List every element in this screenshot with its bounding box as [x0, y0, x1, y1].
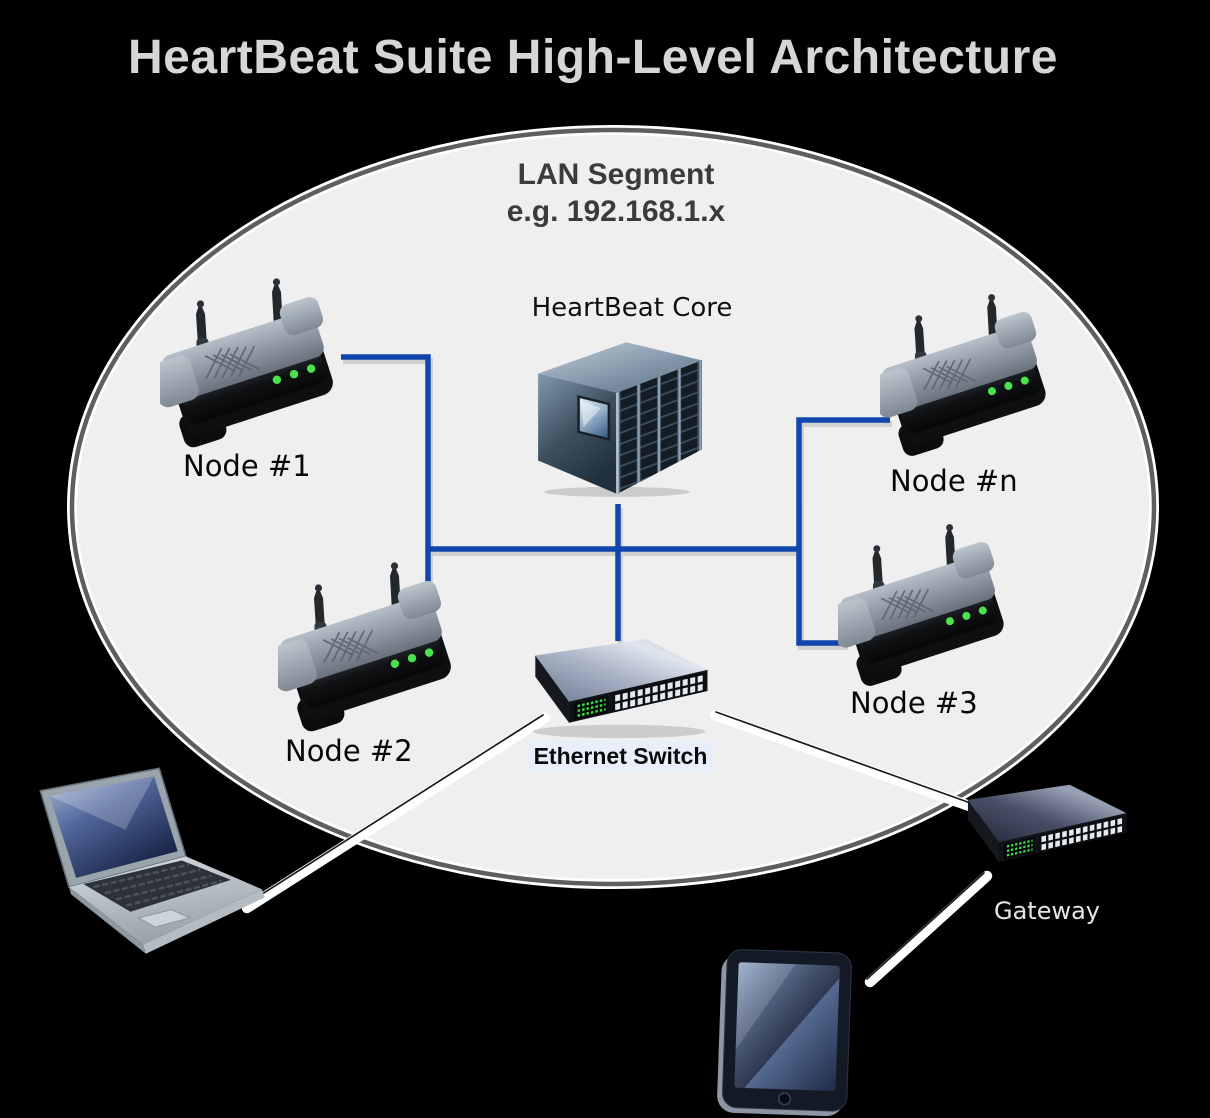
lan-segment-label: LAN Segment e.g. 192.168.1.x: [438, 156, 794, 230]
node2-device: [278, 556, 468, 746]
lan-segment-subtitle: e.g. 192.168.1.x: [506, 195, 726, 228]
link-noden-node3-bus: [796, 417, 890, 646]
ethernet-switch-label: Ethernet Switch: [518, 741, 723, 772]
laptop-icon: [28, 760, 274, 965]
lan-links: [341, 354, 890, 648]
laptop-device: [28, 760, 274, 965]
node1-label: Node #1: [183, 449, 311, 483]
tablet-icon: [714, 946, 862, 1118]
network-switch-icon: [518, 634, 720, 750]
external-links: [241, 709, 993, 988]
noden-device: [880, 288, 1062, 470]
server-cabinet-icon: [528, 326, 710, 498]
heartbeat-core-device: [528, 326, 710, 498]
wireless-router-icon: [880, 288, 1062, 470]
lan-segment-border: [69, 127, 1157, 887]
tablet-device: [714, 946, 862, 1118]
node2-label: Node #2: [285, 734, 413, 768]
gateway-label: Gateway: [993, 897, 1101, 925]
link-gateway-tablet: [864, 870, 993, 988]
node3-device: [838, 518, 1020, 700]
wireless-router-icon: [160, 272, 350, 462]
page-title: HeartBeat Suite High-Level Architecture: [128, 31, 1058, 84]
node1-device: [160, 272, 350, 462]
wireless-router-icon: [278, 556, 468, 746]
core-label: HeartBeat Core: [531, 293, 733, 323]
lan-segment-title: LAN Segment: [517, 158, 715, 191]
wireless-router-icon: [838, 518, 1020, 700]
link-switch-gateway: [709, 709, 981, 814]
noden-label: Node #n: [890, 464, 1018, 498]
network-switch-icon: [952, 780, 1138, 887]
ethernet-switch-device: [518, 634, 720, 750]
gateway-device: [952, 780, 1138, 887]
node3-label: Node #3: [850, 686, 978, 720]
link-laptop-switch: [241, 712, 551, 914]
